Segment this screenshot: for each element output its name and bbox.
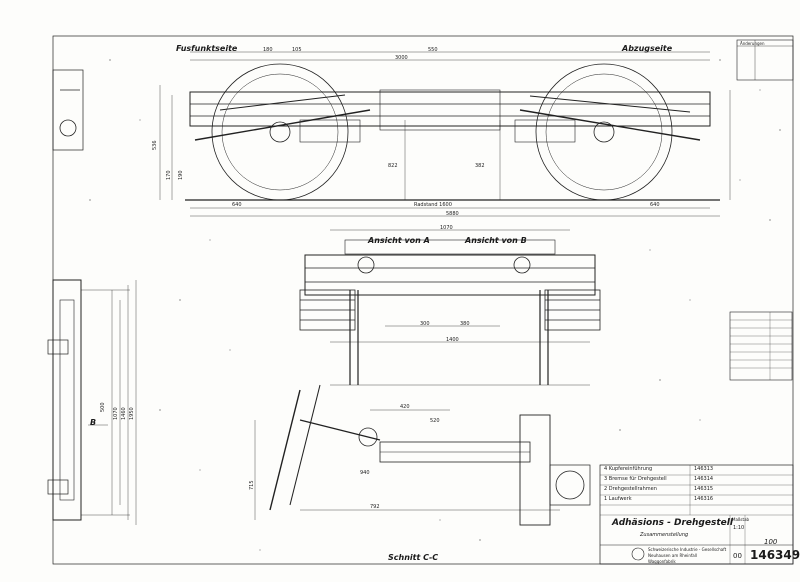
company-name: Schweizerische Industrie - Gesellschaft bbox=[648, 547, 727, 552]
part-row-3: 3 Bremse für Drehgestell bbox=[604, 476, 667, 482]
dim-side-4: 1950 bbox=[129, 407, 135, 420]
dim-bottom-2: Radstand 1600 bbox=[414, 202, 452, 208]
parts-table bbox=[729, 311, 793, 381]
scale-label: Maßstab bbox=[732, 517, 750, 522]
dim-bottom-1: 640 bbox=[232, 202, 242, 208]
section-label: Schnitt C-C bbox=[388, 553, 439, 562]
company-location: Neuhausen am Rheinfall bbox=[648, 553, 697, 558]
revision-block bbox=[736, 39, 794, 81]
part-ref-2: 146315 bbox=[694, 486, 714, 492]
dim-sec-4: 792 bbox=[370, 504, 380, 510]
dim-mid-1: 1070 bbox=[440, 225, 453, 231]
title-block bbox=[599, 464, 794, 565]
drawing-title: Adhäsions - Drehgestell bbox=[612, 518, 733, 528]
part-ref-1: 146316 bbox=[694, 496, 714, 502]
part-ref-3: 146314 bbox=[694, 476, 714, 482]
dim-bottom-3: 5880 bbox=[446, 211, 459, 217]
dim-top-3: 550 bbox=[428, 47, 438, 53]
drawing-code: 00 bbox=[733, 552, 742, 560]
dim-mid-3: 380 bbox=[460, 321, 470, 327]
plan-view-frame bbox=[304, 254, 596, 296]
dim-h-3: 190 bbox=[178, 170, 184, 180]
drawing-number: 146349 bbox=[750, 548, 800, 562]
dim-mid-2: 300 bbox=[420, 321, 430, 327]
part-ref-4: 146313 bbox=[694, 466, 714, 472]
view-label-abzugseite: Abzugseite bbox=[622, 44, 673, 53]
revision-number: 100 bbox=[764, 538, 778, 546]
drawing-subtitle: Zusammenstellung bbox=[640, 532, 689, 538]
bogie-frame bbox=[189, 91, 711, 127]
part-row-1: 1 Laufwerk bbox=[604, 496, 632, 502]
sheet-border bbox=[52, 35, 794, 565]
scale-value: 1:10 bbox=[733, 525, 745, 531]
marker-b: B bbox=[90, 418, 97, 427]
dim-top-1: 180 bbox=[263, 47, 273, 53]
dim-sec-1: 420 bbox=[400, 404, 410, 410]
revision-header: Änderungen bbox=[740, 41, 765, 46]
dim-mid-4: 1400 bbox=[446, 337, 459, 343]
side-view-frame bbox=[52, 279, 82, 521]
dim-top-2: 3000 bbox=[395, 55, 408, 61]
dim-sec-3: 940 bbox=[360, 470, 370, 476]
company-dept: Waggonfabrik bbox=[648, 559, 676, 564]
dim-side-1: 500 bbox=[100, 402, 106, 412]
dim-side-2: 1070 bbox=[113, 407, 119, 420]
dim-h-1: 536 bbox=[152, 140, 158, 150]
wheel-left bbox=[211, 63, 349, 201]
dim-h-4: 715 bbox=[249, 480, 255, 490]
dim-sec-2: 520 bbox=[430, 418, 440, 424]
part-row-4: 4 Kupfereinführung bbox=[604, 466, 653, 472]
view-label-fusfunktseite: Fusfunktseite bbox=[176, 44, 238, 53]
dim-bottom-5: 822 bbox=[388, 163, 398, 169]
part-row-2: 2 Drehgestellrahmen bbox=[604, 486, 657, 492]
view-label-b: Ansicht von B bbox=[465, 236, 527, 245]
dim-top-4: 105 bbox=[292, 47, 302, 53]
dim-bottom-4: 640 bbox=[650, 202, 660, 208]
dim-side-3: 1460 bbox=[121, 407, 127, 420]
view-label-a: Ansicht von A bbox=[368, 236, 430, 245]
dim-h-2: 170 bbox=[166, 170, 172, 180]
dim-bottom-6: 382 bbox=[475, 163, 485, 169]
